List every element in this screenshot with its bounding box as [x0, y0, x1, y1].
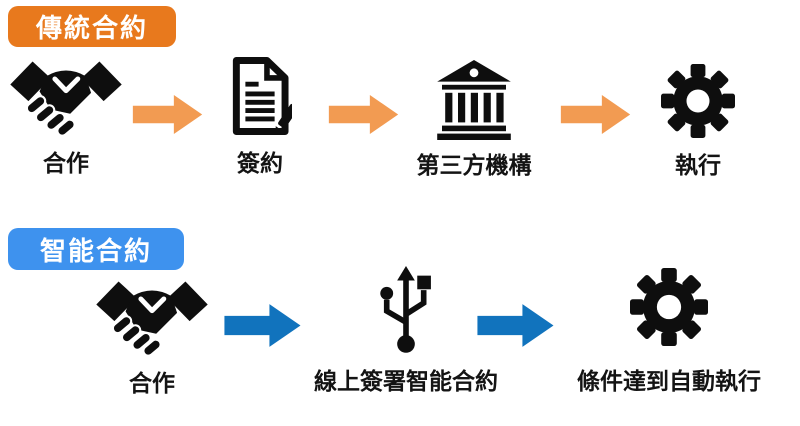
traditional-contract-badge-label: 傳統合約 [35, 13, 148, 43]
usb-icon [376, 266, 436, 356]
gear-icon [630, 268, 708, 346]
flow-arrow-icon [328, 94, 400, 135]
gear-icon [661, 64, 735, 138]
flow-arrow-icon [224, 303, 302, 348]
smart-contract-badge: 智能合約 [8, 228, 184, 270]
handshake-icon [96, 278, 208, 356]
flow-arrow-icon [477, 303, 555, 348]
step-traditional-signing: 簽約 [208, 56, 312, 178]
flow-arrow-icon [132, 94, 204, 135]
step-label: 合作 [43, 150, 89, 176]
step-label: 簽約 [237, 150, 283, 176]
bank-icon [432, 60, 516, 140]
step-smart-online-signing: 線上簽署智能合約 [300, 266, 512, 396]
step-traditional-execution: 執行 [628, 64, 768, 180]
handshake-icon [10, 58, 122, 136]
step-label: 第三方機構 [416, 152, 532, 178]
flow-arrow-icon [560, 94, 632, 135]
traditional-contract-badge: 傳統合約 [8, 6, 176, 47]
contract-signing-icon [228, 56, 292, 136]
step-label: 線上簽署智能合約 [314, 368, 498, 394]
step-traditional-third-party: 第三方機構 [396, 60, 552, 180]
step-smart-cooperation: 合作 [90, 278, 214, 398]
step-label: 合作 [129, 370, 175, 396]
step-smart-auto-execution: 條件達到自動執行 [558, 268, 780, 396]
step-label: 執行 [675, 152, 721, 178]
smart-contract-badge-label: 智能合約 [39, 235, 152, 266]
step-traditional-cooperation: 合作 [4, 58, 128, 178]
step-label: 條件達到自動執行 [577, 368, 761, 394]
